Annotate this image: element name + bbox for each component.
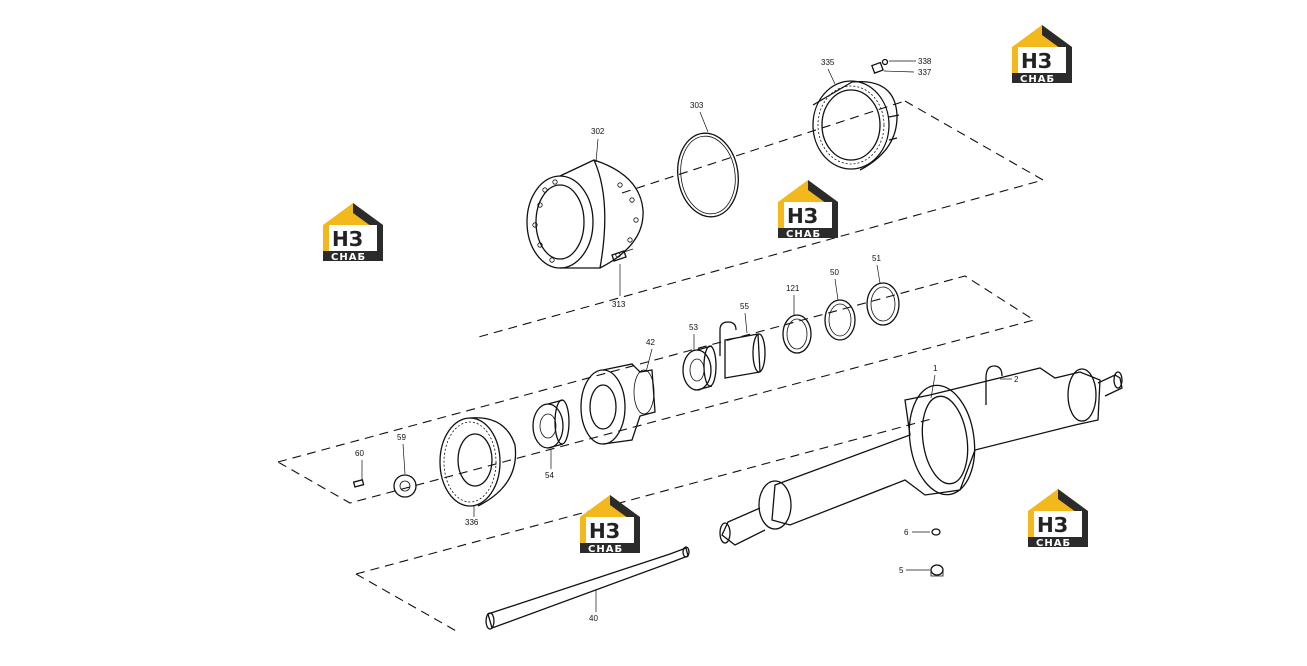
bearing-53 xyxy=(682,345,717,391)
svg-text:НЗ: НЗ xyxy=(332,227,363,251)
svg-text:НЗ: НЗ xyxy=(1037,513,1068,537)
callout-6: 6 xyxy=(904,528,909,537)
callout-336: 336 xyxy=(465,518,479,527)
watermark-logo: НЗ СНАБ xyxy=(580,495,640,555)
callout-302: 302 xyxy=(591,127,605,136)
washer-6 xyxy=(931,528,941,536)
pipe-55 xyxy=(719,321,766,379)
watermark-logo: НЗ СНАБ xyxy=(778,180,838,240)
logo-mark-text: НЗ xyxy=(1021,49,1052,73)
clip-337 xyxy=(871,58,889,74)
callout-53: 53 xyxy=(689,323,698,332)
svg-text:СНАБ: СНАБ xyxy=(331,252,366,263)
callout-335: 335 xyxy=(821,58,835,67)
ring-50 xyxy=(824,299,856,341)
watermark-logos: НЗ СНАБ НЗ СНАБ НЗ СНАБ НЗ СНАБ xyxy=(323,25,1088,555)
callout-1: 1 xyxy=(933,364,938,373)
callout-51: 51 xyxy=(872,254,881,263)
nut-59 xyxy=(393,474,417,498)
snap-ring-303 xyxy=(677,132,739,218)
callout-labels: 335 338 337 303 302 313 121 50 51 55 53 … xyxy=(355,57,1019,623)
carrier-336 xyxy=(439,417,517,507)
svg-text:НЗ: НЗ xyxy=(787,204,818,228)
callout-59: 59 xyxy=(397,433,406,442)
plug-5 xyxy=(930,564,944,577)
breather-2 xyxy=(985,365,1003,405)
callout-55: 55 xyxy=(740,302,749,311)
bearing-54 xyxy=(532,399,570,449)
watermark-logo: НЗ СНАБ xyxy=(1012,25,1072,85)
svg-text:СНАБ: СНАБ xyxy=(588,544,623,555)
callout-50: 50 xyxy=(830,268,839,277)
callout-60: 60 xyxy=(355,449,364,458)
logo-word-text: СНАБ xyxy=(1020,74,1055,85)
callout-40: 40 xyxy=(589,614,598,623)
callout-54: 54 xyxy=(545,471,554,480)
callout-313: 313 xyxy=(612,300,626,309)
callout-121: 121 xyxy=(786,284,800,293)
ring-51 xyxy=(866,282,900,326)
callout-303: 303 xyxy=(690,101,704,110)
svg-text:НЗ: НЗ xyxy=(589,519,620,543)
assembly-guide-lines xyxy=(277,100,1045,633)
bolt-313 xyxy=(611,248,634,262)
screw-60 xyxy=(352,478,365,488)
callout-5: 5 xyxy=(899,566,904,575)
ring-121 xyxy=(782,314,812,354)
axle-housing-1 xyxy=(719,367,1123,546)
spindle-42 xyxy=(580,363,656,445)
callout-2: 2 xyxy=(1014,375,1019,384)
callout-338: 338 xyxy=(918,57,932,66)
callout-42: 42 xyxy=(646,338,655,347)
watermark-logo: НЗ СНАБ xyxy=(323,203,383,263)
leader-lines xyxy=(361,60,1012,612)
callout-337: 337 xyxy=(918,68,932,77)
ring-gear-335 xyxy=(812,80,900,171)
watermark-logo: НЗ СНАБ xyxy=(1028,489,1088,549)
axle-shaft-40 xyxy=(485,546,690,630)
svg-text:СНАБ: СНАБ xyxy=(786,229,821,240)
svg-text:СНАБ: СНАБ xyxy=(1036,538,1071,549)
